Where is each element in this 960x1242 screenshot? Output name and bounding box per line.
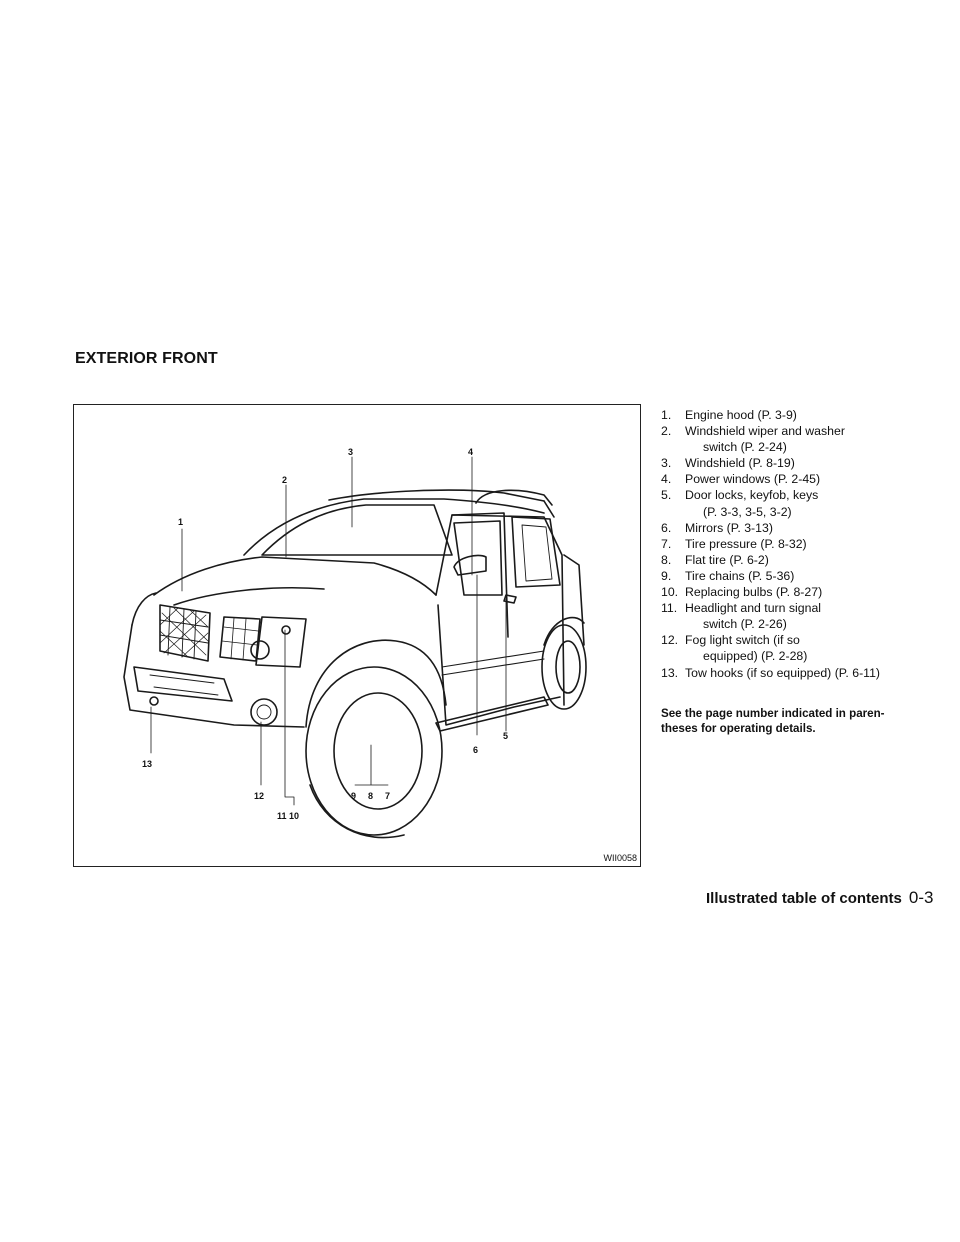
- list-item: 9. Tire chains (P. 5-36): [661, 568, 921, 584]
- callout-5: 5: [503, 731, 508, 741]
- item-number: 13.: [661, 665, 679, 680]
- item-text-continued: switch (P. 2-24): [703, 440, 787, 455]
- item-text: Headlight and turn signal: [685, 601, 822, 616]
- list-item: 13. Tow hooks (if so equipped) (P. 6-11): [661, 665, 921, 681]
- list-item: 5. Door locks, keyfob, keys(P. 3-3, 3-5, …: [661, 487, 921, 519]
- item-text: Fog light switch (if so: [685, 633, 800, 648]
- item-number: 4.: [661, 472, 672, 487]
- feature-list: 1. Engine hood (P. 3-9) 2. Windshield wipe…: [661, 407, 921, 681]
- reference-note: See the page number indicated in paren- …: [661, 707, 885, 735]
- item-text-continued: (P. 3-3, 3-5, 3-2): [703, 504, 792, 519]
- list-item: 4. Power windows (P. 2-45): [661, 471, 921, 487]
- item-number: 5.: [661, 488, 672, 503]
- item-text: Replacing bulbs (P. 8-27): [685, 585, 823, 600]
- list-item: 8. Flat tire (P. 6-2): [661, 552, 921, 568]
- item-text: Mirrors (P. 3-13): [685, 520, 773, 535]
- item-text: Tow hooks (if so equipped) (P. 6-11): [685, 665, 881, 680]
- figure-code: WII0058: [603, 853, 637, 863]
- item-number: 11.: [661, 601, 678, 616]
- list-item: 10. Replacing bulbs (P. 8-27): [661, 584, 921, 600]
- list-item: 6. Mirrors (P. 3-13): [661, 520, 921, 536]
- list-item: 1. Engine hood (P. 3-9): [661, 407, 921, 423]
- item-text: Tire chains (P. 5-36): [685, 568, 795, 583]
- item-text: Door locks, keyfob, keys: [685, 488, 819, 503]
- list-item: 7. Tire pressure (P. 8-32): [661, 536, 921, 552]
- callout-8: 8: [368, 791, 373, 801]
- item-number: 1.: [661, 408, 672, 422]
- item-number: 3.: [661, 456, 672, 471]
- item-text: Engine hood (P. 3-9): [685, 408, 797, 422]
- callout-9: 9: [351, 791, 356, 801]
- item-text: Windshield (P. 8-19): [685, 456, 795, 471]
- list-item: 3. Windshield (P. 8-19): [661, 455, 921, 471]
- page-footer: Illustrated table of contents 0-3: [706, 888, 933, 908]
- callout-6: 6: [473, 745, 478, 755]
- item-text: Windshield wiper and washer: [685, 424, 845, 439]
- item-text-continued: equipped) (P. 2-28): [703, 649, 808, 664]
- item-text-continued: switch (P. 2-26): [703, 617, 787, 632]
- item-number: 10.: [661, 585, 679, 600]
- item-number: 7.: [661, 536, 672, 551]
- callout-10: 10: [289, 811, 299, 821]
- callout-13: 13: [142, 759, 152, 769]
- vehicle-illustration: 1 2 3 4 5 6 7 8 9 10 11 12 13 WII0058: [73, 404, 641, 867]
- section-title: EXTERIOR FRONT: [75, 350, 218, 367]
- callout-4: 4: [468, 447, 473, 457]
- callout-7: 7: [385, 791, 390, 801]
- suv-line-drawing: 1 2 3 4 5 6 7 8 9 10 11 12 13: [123, 447, 587, 839]
- callout-1: 1: [178, 517, 183, 527]
- item-text: Power windows (P. 2-45): [685, 472, 821, 487]
- item-number: 8.: [661, 552, 672, 567]
- page-number: 0-3: [908, 888, 934, 907]
- footer-section-title: Illustrated table of contents: [706, 890, 902, 907]
- item-text: Tire pressure (P. 8-32): [685, 536, 807, 551]
- item-text: Flat tire (P. 6-2): [685, 552, 769, 567]
- callout-11: 11: [277, 811, 287, 821]
- item-number: 9.: [661, 568, 672, 583]
- callout-12: 12: [254, 791, 264, 801]
- item-number: 6.: [661, 520, 672, 535]
- callout-2: 2: [282, 475, 287, 485]
- item-number: 12.: [661, 633, 679, 648]
- callout-3: 3: [348, 447, 353, 457]
- item-number: 2.: [661, 424, 672, 439]
